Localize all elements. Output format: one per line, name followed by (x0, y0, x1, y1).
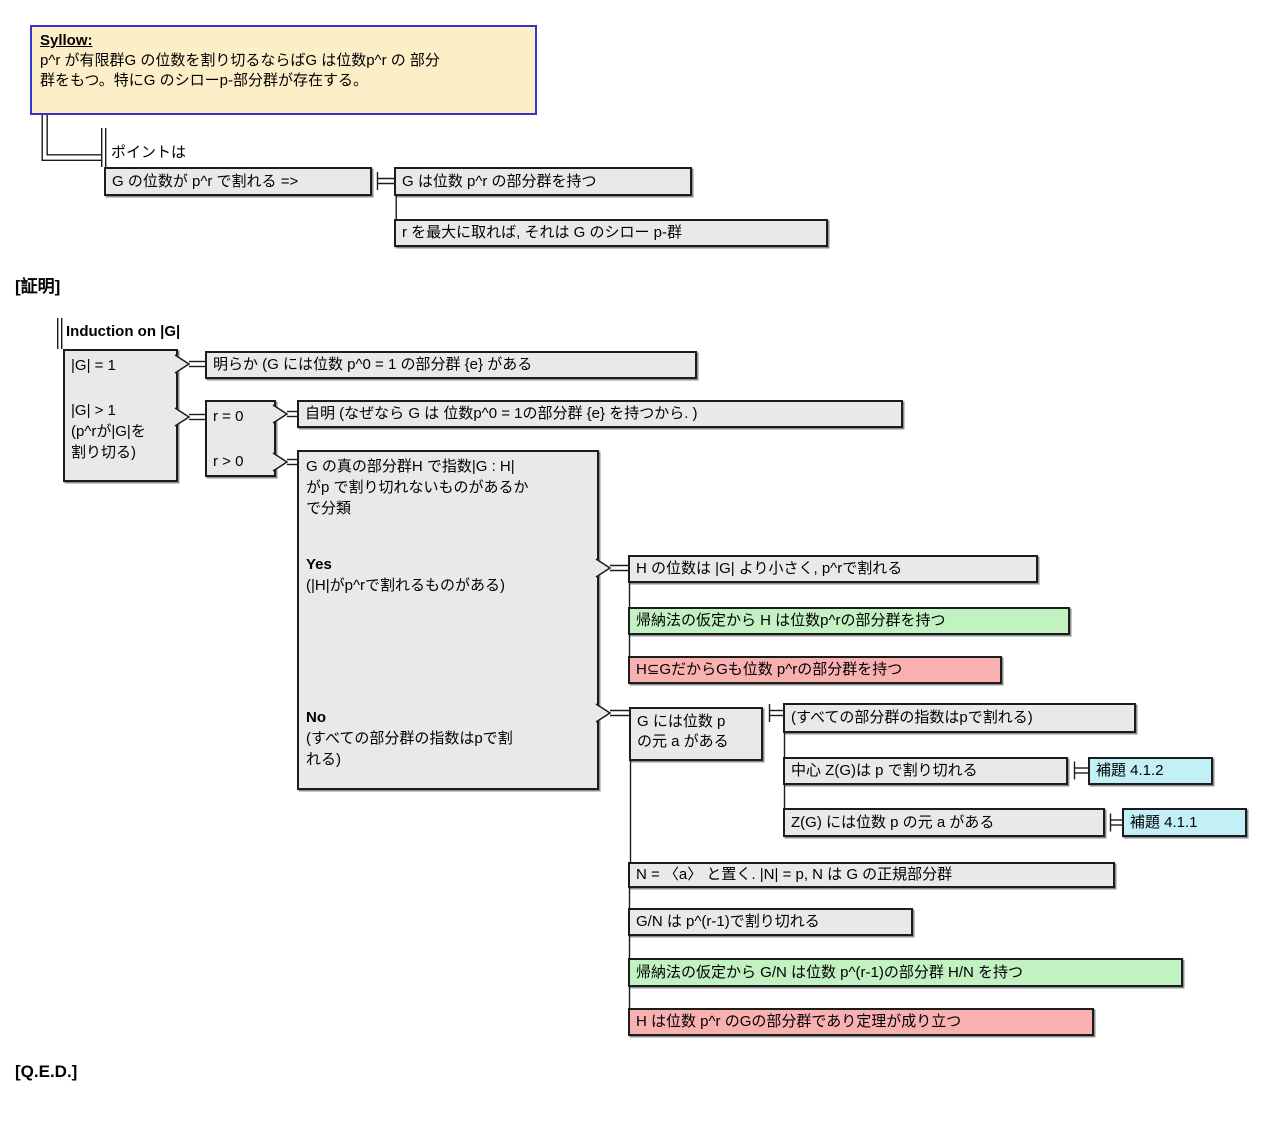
theorem-node[interactable]: Syllow: p^r が有限群G の位数を割り切るならばG は位数p^r の … (30, 25, 537, 115)
r-pos-label: r > 0 (213, 453, 244, 470)
r-cases-node[interactable]: r = 0 r > 0 (205, 400, 276, 477)
zg-node[interactable]: Z(G) には位数 p の元 a がある (783, 808, 1105, 837)
no-desc: (すべての部分群の指数はpで割 れる) (306, 730, 513, 768)
conclusion-node[interactable]: G は位数 p^r の部分群を持つ (394, 167, 692, 196)
qed-caption: [Q.E.D.] (15, 1062, 78, 1081)
case-split-text: G の真の部分群H で指数|G : H| がp で割り切れないものがあるか で分… (306, 458, 529, 517)
induction-headline[interactable]: Induction on |G| (66, 323, 181, 340)
yes-desc: (|H|がp^rで割れるものがある) (306, 577, 505, 594)
base-result-node[interactable]: 明らか (G には位数 p^0 = 1 の部分群 {e} がある (205, 351, 697, 379)
yes-step3-node[interactable]: H⊆GだからGも位数 p^rの部分群を持つ (628, 656, 1002, 684)
final-conclusion-node[interactable]: H は位数 p^r のGの部分群であり定理が成り立つ (628, 1008, 1094, 1036)
yes-step1-node[interactable]: H の位数は |G| より小さく, p^rで割れる (628, 555, 1038, 583)
case-split-node[interactable]: G の真の部分群H で指数|G : H| がp で割り切れないものがあるか で分… (297, 450, 599, 790)
gn-induction-node[interactable]: 帰納法の仮定から G/N は位数 p^(r-1)の部分群 H/N を持つ (628, 958, 1183, 987)
induction-cases-node[interactable]: |G| = 1 |G| > 1 (p^rが|G|を 割り切る) (63, 349, 178, 482)
center-node[interactable]: 中心 Z(G)は p で割り切れる (783, 757, 1068, 785)
yes-label: Yes (306, 556, 332, 573)
lemma-412-node[interactable]: 補題 4.1.2 (1088, 757, 1213, 785)
proof-caption: [証明] (15, 277, 61, 296)
index-note-node[interactable]: (すべての部分群の指数はpで割れる) (783, 703, 1136, 733)
yes-step2-node[interactable]: 帰納法の仮定から H は位数p^rの部分群を持つ (628, 607, 1070, 635)
theorem-title: Syllow: (40, 32, 93, 49)
sylow-note-node[interactable]: r を最大に取れば, それは G のシロー p-群 (394, 219, 828, 247)
lemma-411-node[interactable]: 補題 4.1.1 (1122, 808, 1247, 837)
premise-node[interactable]: G の位数が p^r で割れる => (104, 167, 372, 196)
r-zero-result-node[interactable]: 自明 (なぜなら G は 位数p^0 = 1の部分群 {e} を持つから. ) (297, 400, 903, 428)
define-n-node[interactable]: N = 〈a〉 と置く. |N| = p, N は G の正規部分群 (628, 862, 1115, 888)
inductive-case-label: |G| > 1 (p^rが|G|を 割り切る) (71, 402, 146, 461)
point-headline[interactable]: ポイントは (111, 144, 187, 161)
theorem-body: p^r が有限群G の位数を割り切るならばG は位数p^r の 部分 群をもつ。… (40, 52, 440, 89)
gn-node[interactable]: G/N は p^(r-1)で割り切れる (628, 908, 913, 936)
no-label: No (306, 709, 326, 726)
base-case-label: |G| = 1 (71, 357, 116, 374)
r-zero-label: r = 0 (213, 408, 244, 425)
exists-a-node[interactable]: G には位数 p の元 a がある (629, 707, 763, 761)
